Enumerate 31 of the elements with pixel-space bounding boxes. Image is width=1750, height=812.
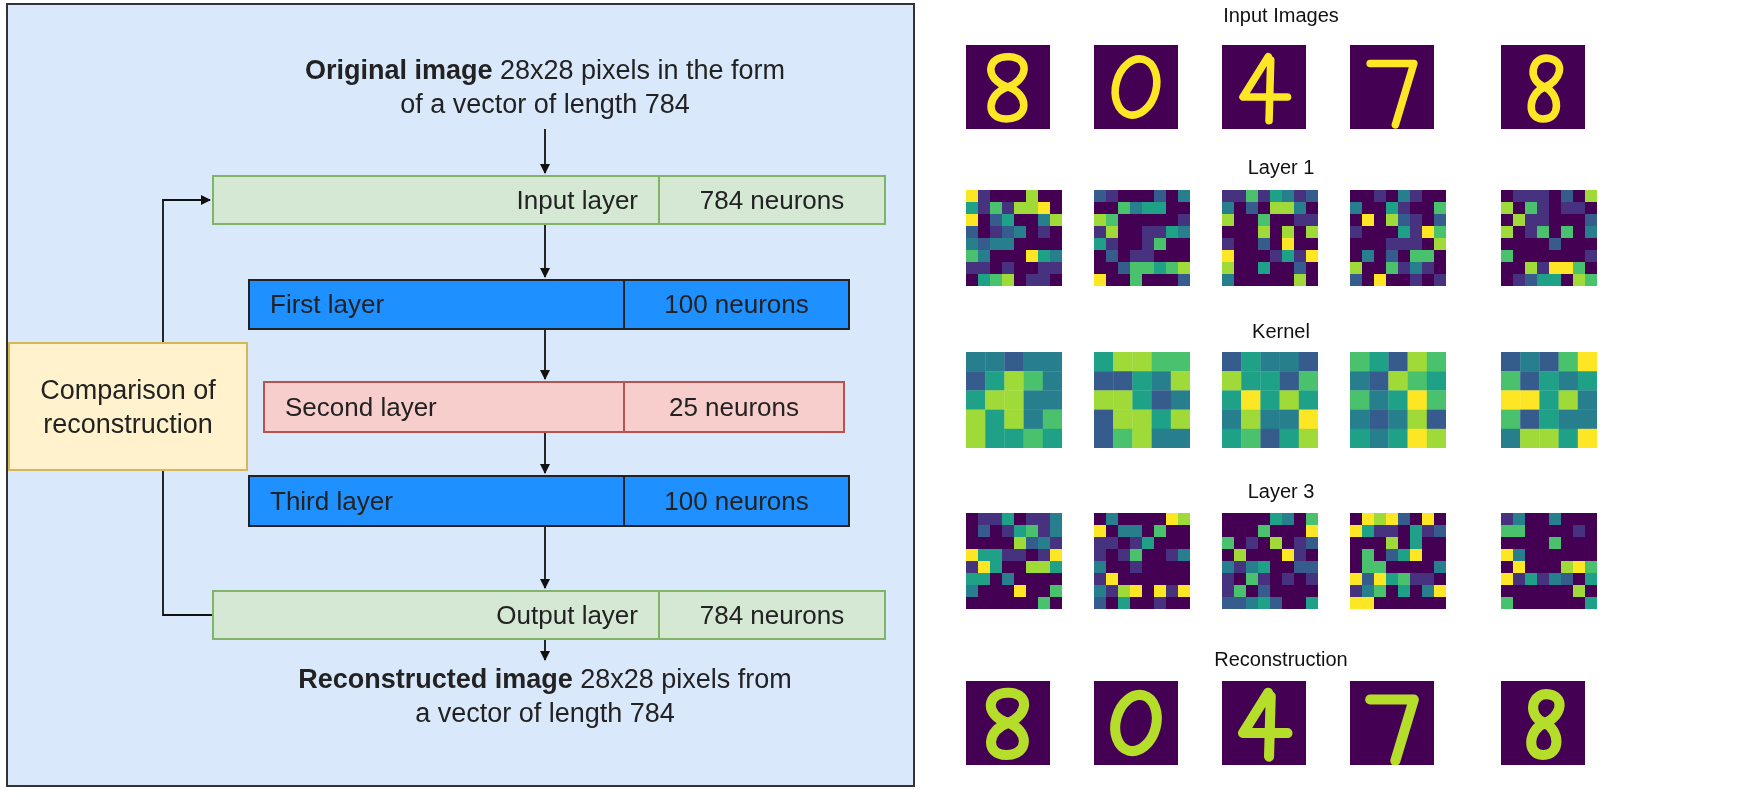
layer-name: First layer bbox=[269, 288, 386, 321]
caption-text: Original image 28x28 pixels in the form of a vector of length 784 bbox=[295, 53, 795, 121]
layer-box bbox=[248, 279, 850, 330]
arrow bbox=[540, 526, 550, 589]
layer-box bbox=[263, 381, 845, 433]
arrow bbox=[540, 432, 550, 474]
caption-text: Reconstructed image 28x28 pixels from a vector of length 784 bbox=[295, 662, 795, 730]
layer-name: Output layer bbox=[495, 598, 639, 632]
arrow bbox=[540, 639, 550, 661]
arrow bbox=[540, 329, 550, 380]
panel-title: Layer 1 bbox=[1246, 156, 1316, 179]
neuron-count: 100 neurons bbox=[623, 477, 848, 525]
layer-box bbox=[248, 475, 850, 527]
comparison-box: Comparison of reconstruction bbox=[8, 342, 248, 471]
panel-title: Reconstruction bbox=[1213, 648, 1349, 671]
layer-box bbox=[212, 175, 886, 225]
arrow bbox=[540, 128, 550, 174]
layer-box bbox=[212, 590, 886, 640]
arrow bbox=[540, 224, 550, 278]
panel-title: Layer 3 bbox=[1246, 480, 1316, 503]
panel-background bbox=[6, 3, 915, 787]
neuron-count: 784 neurons bbox=[658, 177, 884, 223]
layer-name: Input layer bbox=[515, 183, 639, 217]
layer-name: Third layer bbox=[269, 484, 394, 518]
arrow bbox=[162, 195, 211, 343]
layer-name: Second layer bbox=[284, 390, 438, 424]
panel-title: Input Images bbox=[1222, 4, 1340, 27]
panel-title: Kernel bbox=[1251, 320, 1311, 343]
neuron-count: 25 neurons bbox=[623, 383, 843, 431]
neuron-count: 100 neurons bbox=[623, 281, 848, 328]
neuron-count: 784 neurons bbox=[658, 592, 884, 638]
